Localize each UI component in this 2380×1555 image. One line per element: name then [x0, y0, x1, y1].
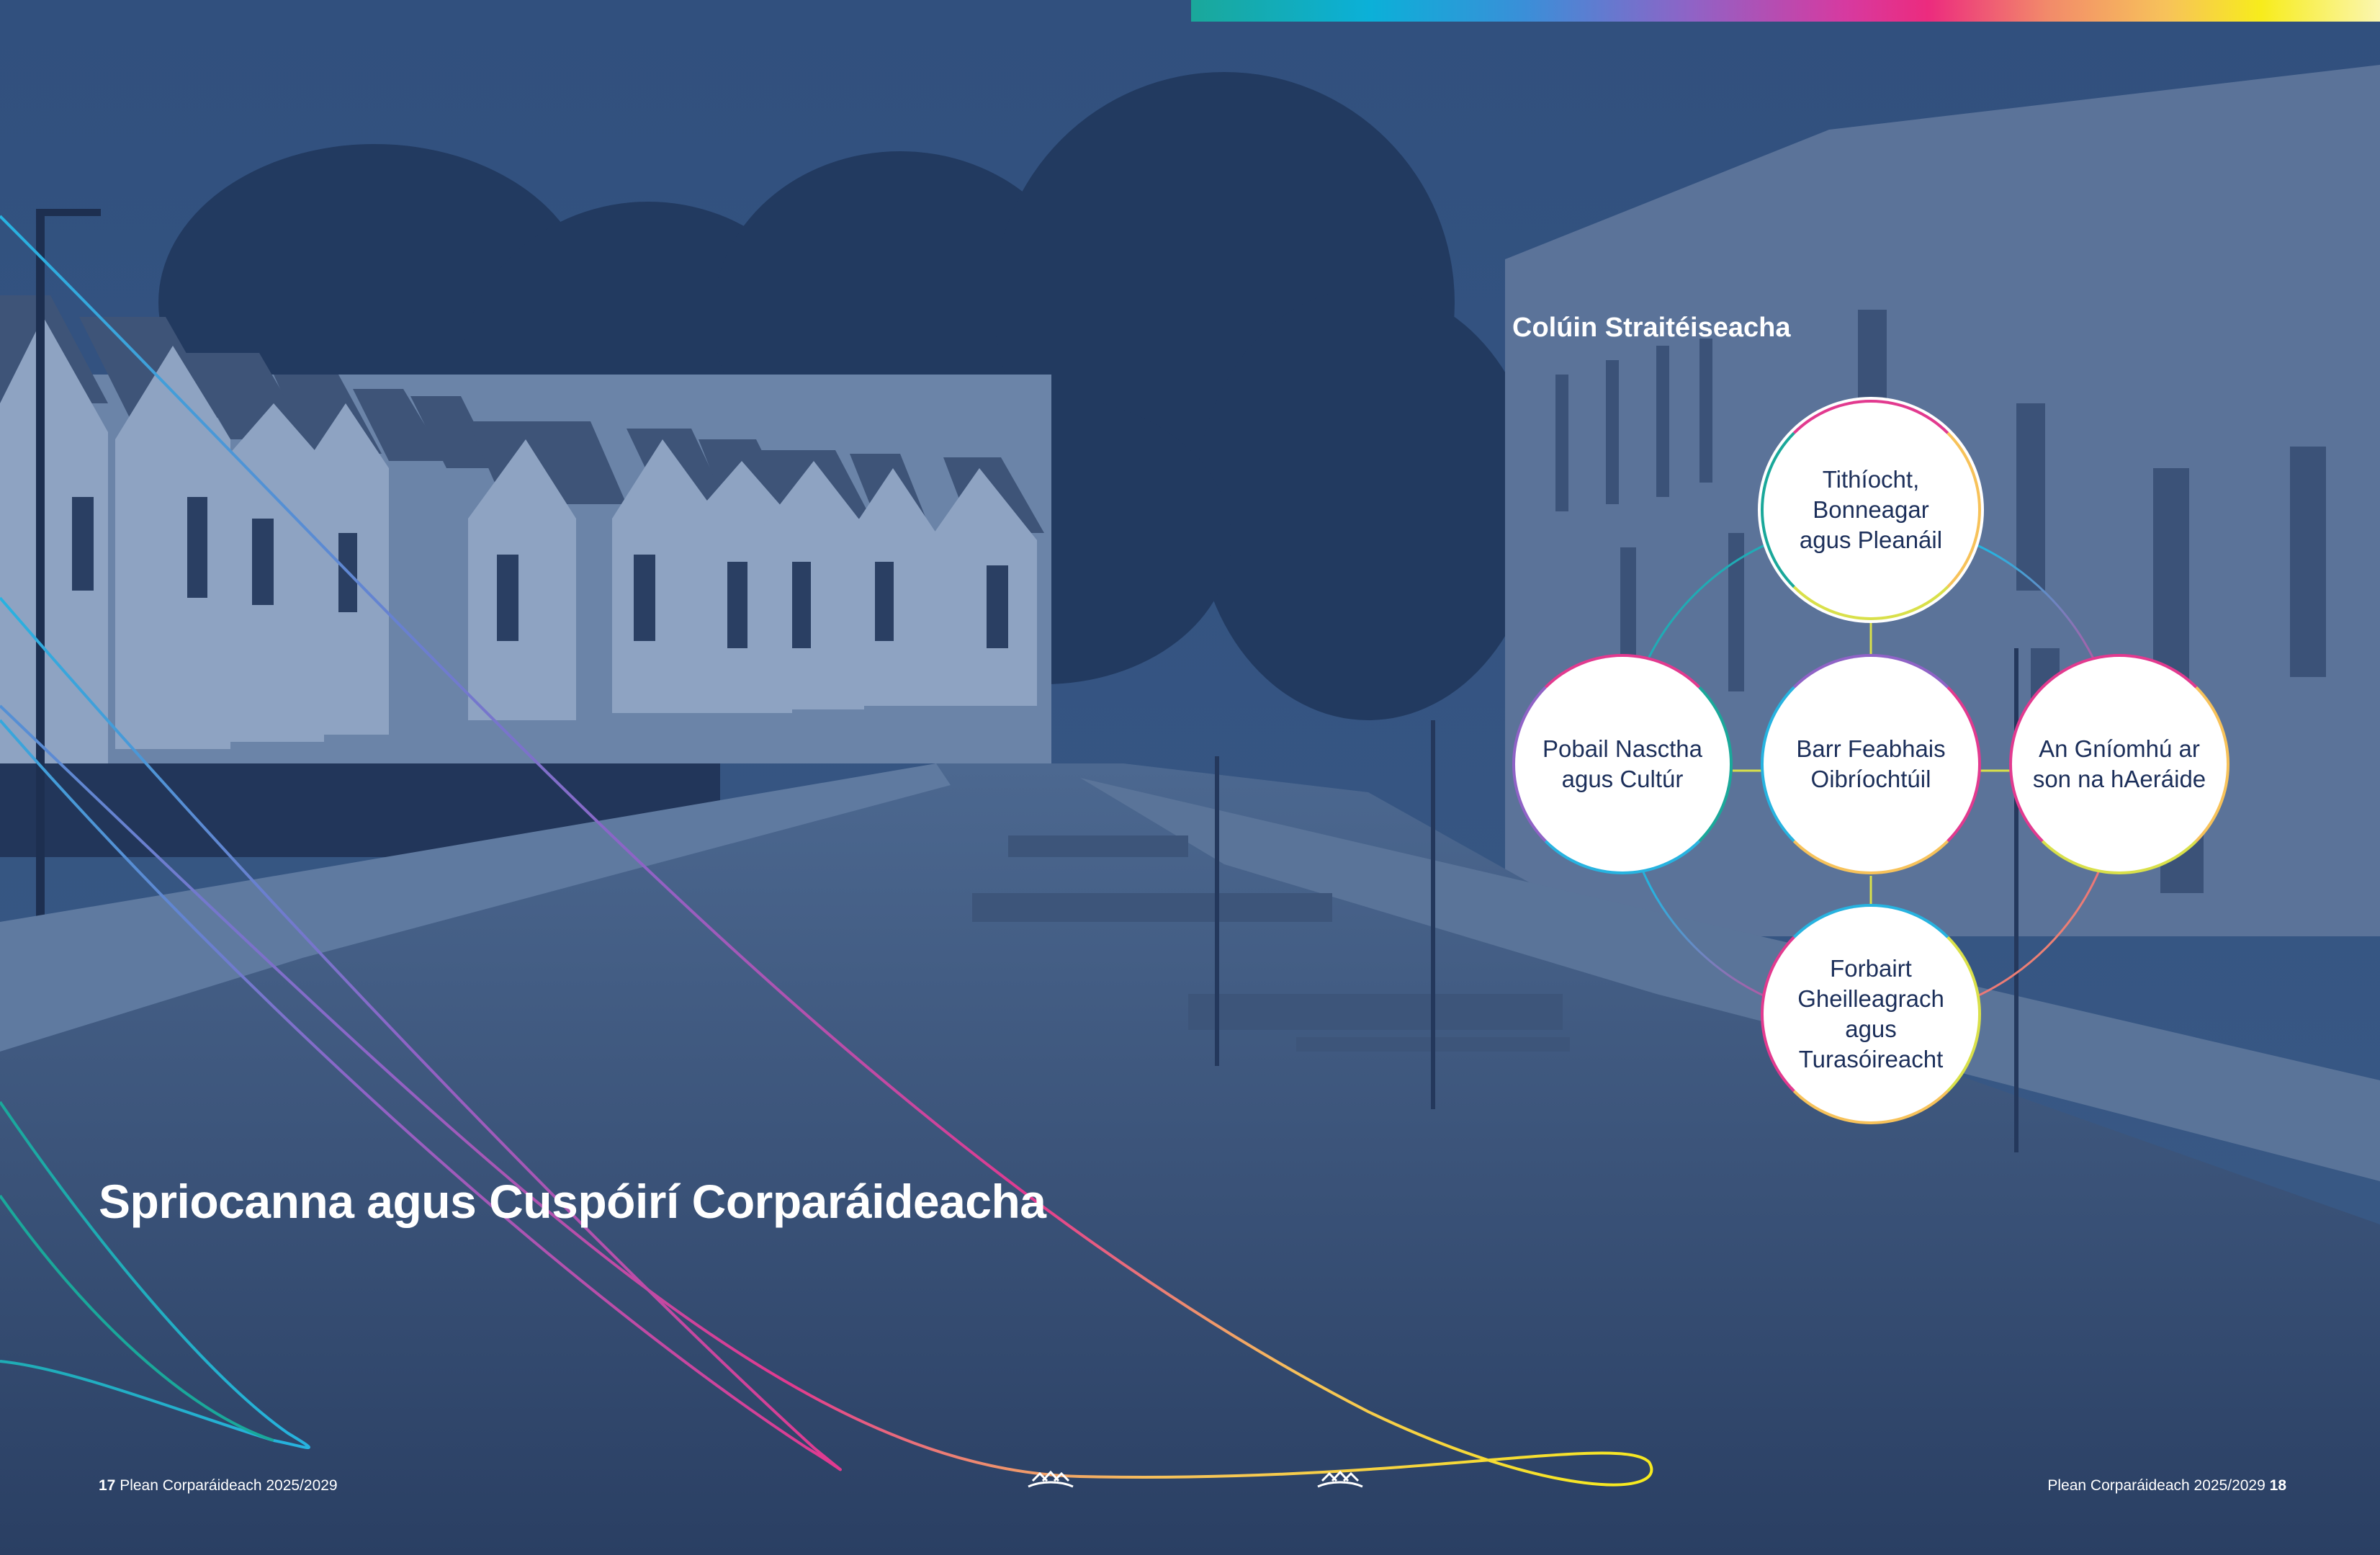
footer-right: Plean Corparáideach 2025/2029 18: [2047, 1477, 2286, 1494]
pillar-label: An Gníomhú ar son na hAeráide: [2032, 735, 2206, 792]
pillar-connected-communities-culture[interactable]: Pobail Nasctha agus Cultúr: [1512, 654, 1733, 874]
pillar-label: Tithíocht, Bonneagar agus Pleanáil: [1799, 466, 1943, 553]
pillar-housing-infrastructure-planning[interactable]: Tithíocht, Bonneagar agus Pleanáil: [1761, 400, 1981, 620]
page-title: Spriocanna agus Cuspóirí Corparáideacha: [99, 1175, 1046, 1228]
section-heading: Colúin Straitéiseacha: [1512, 313, 1791, 343]
pillar-economic-development-tourism[interactable]: Forbairt Gheilleagrach agus Turasóireach…: [1761, 904, 1981, 1124]
pillar-label: Barr Feabhais Oibríochtúil: [1796, 735, 1946, 792]
footer-right-text: Plean Corparáideach 2025/2029: [2047, 1477, 2266, 1494]
pillar-climate-action[interactable]: An Gníomhú ar son na hAeráide: [2009, 654, 2229, 874]
council-logo-icon: [1317, 1470, 1363, 1488]
pillar-label: Pobail Nasctha agus Cultúr: [1542, 735, 1702, 792]
pillar-label: Forbairt Gheilleagrach agus Turasóireach…: [1797, 955, 1944, 1072]
page-number-left: 17: [99, 1477, 116, 1494]
pillar-operational-excellence[interactable]: Barr Feabhais Oibríochtúil: [1761, 654, 1981, 874]
footer-left-text: Plean Corparáideach 2025/2029: [120, 1477, 338, 1494]
footer-left: 17 Plean Corparáideach 2025/2029: [99, 1477, 338, 1494]
rainbow-accent-bar: [1191, 0, 2380, 22]
page-number-right: 18: [2269, 1477, 2286, 1494]
council-logo-icon: [1028, 1470, 1074, 1488]
